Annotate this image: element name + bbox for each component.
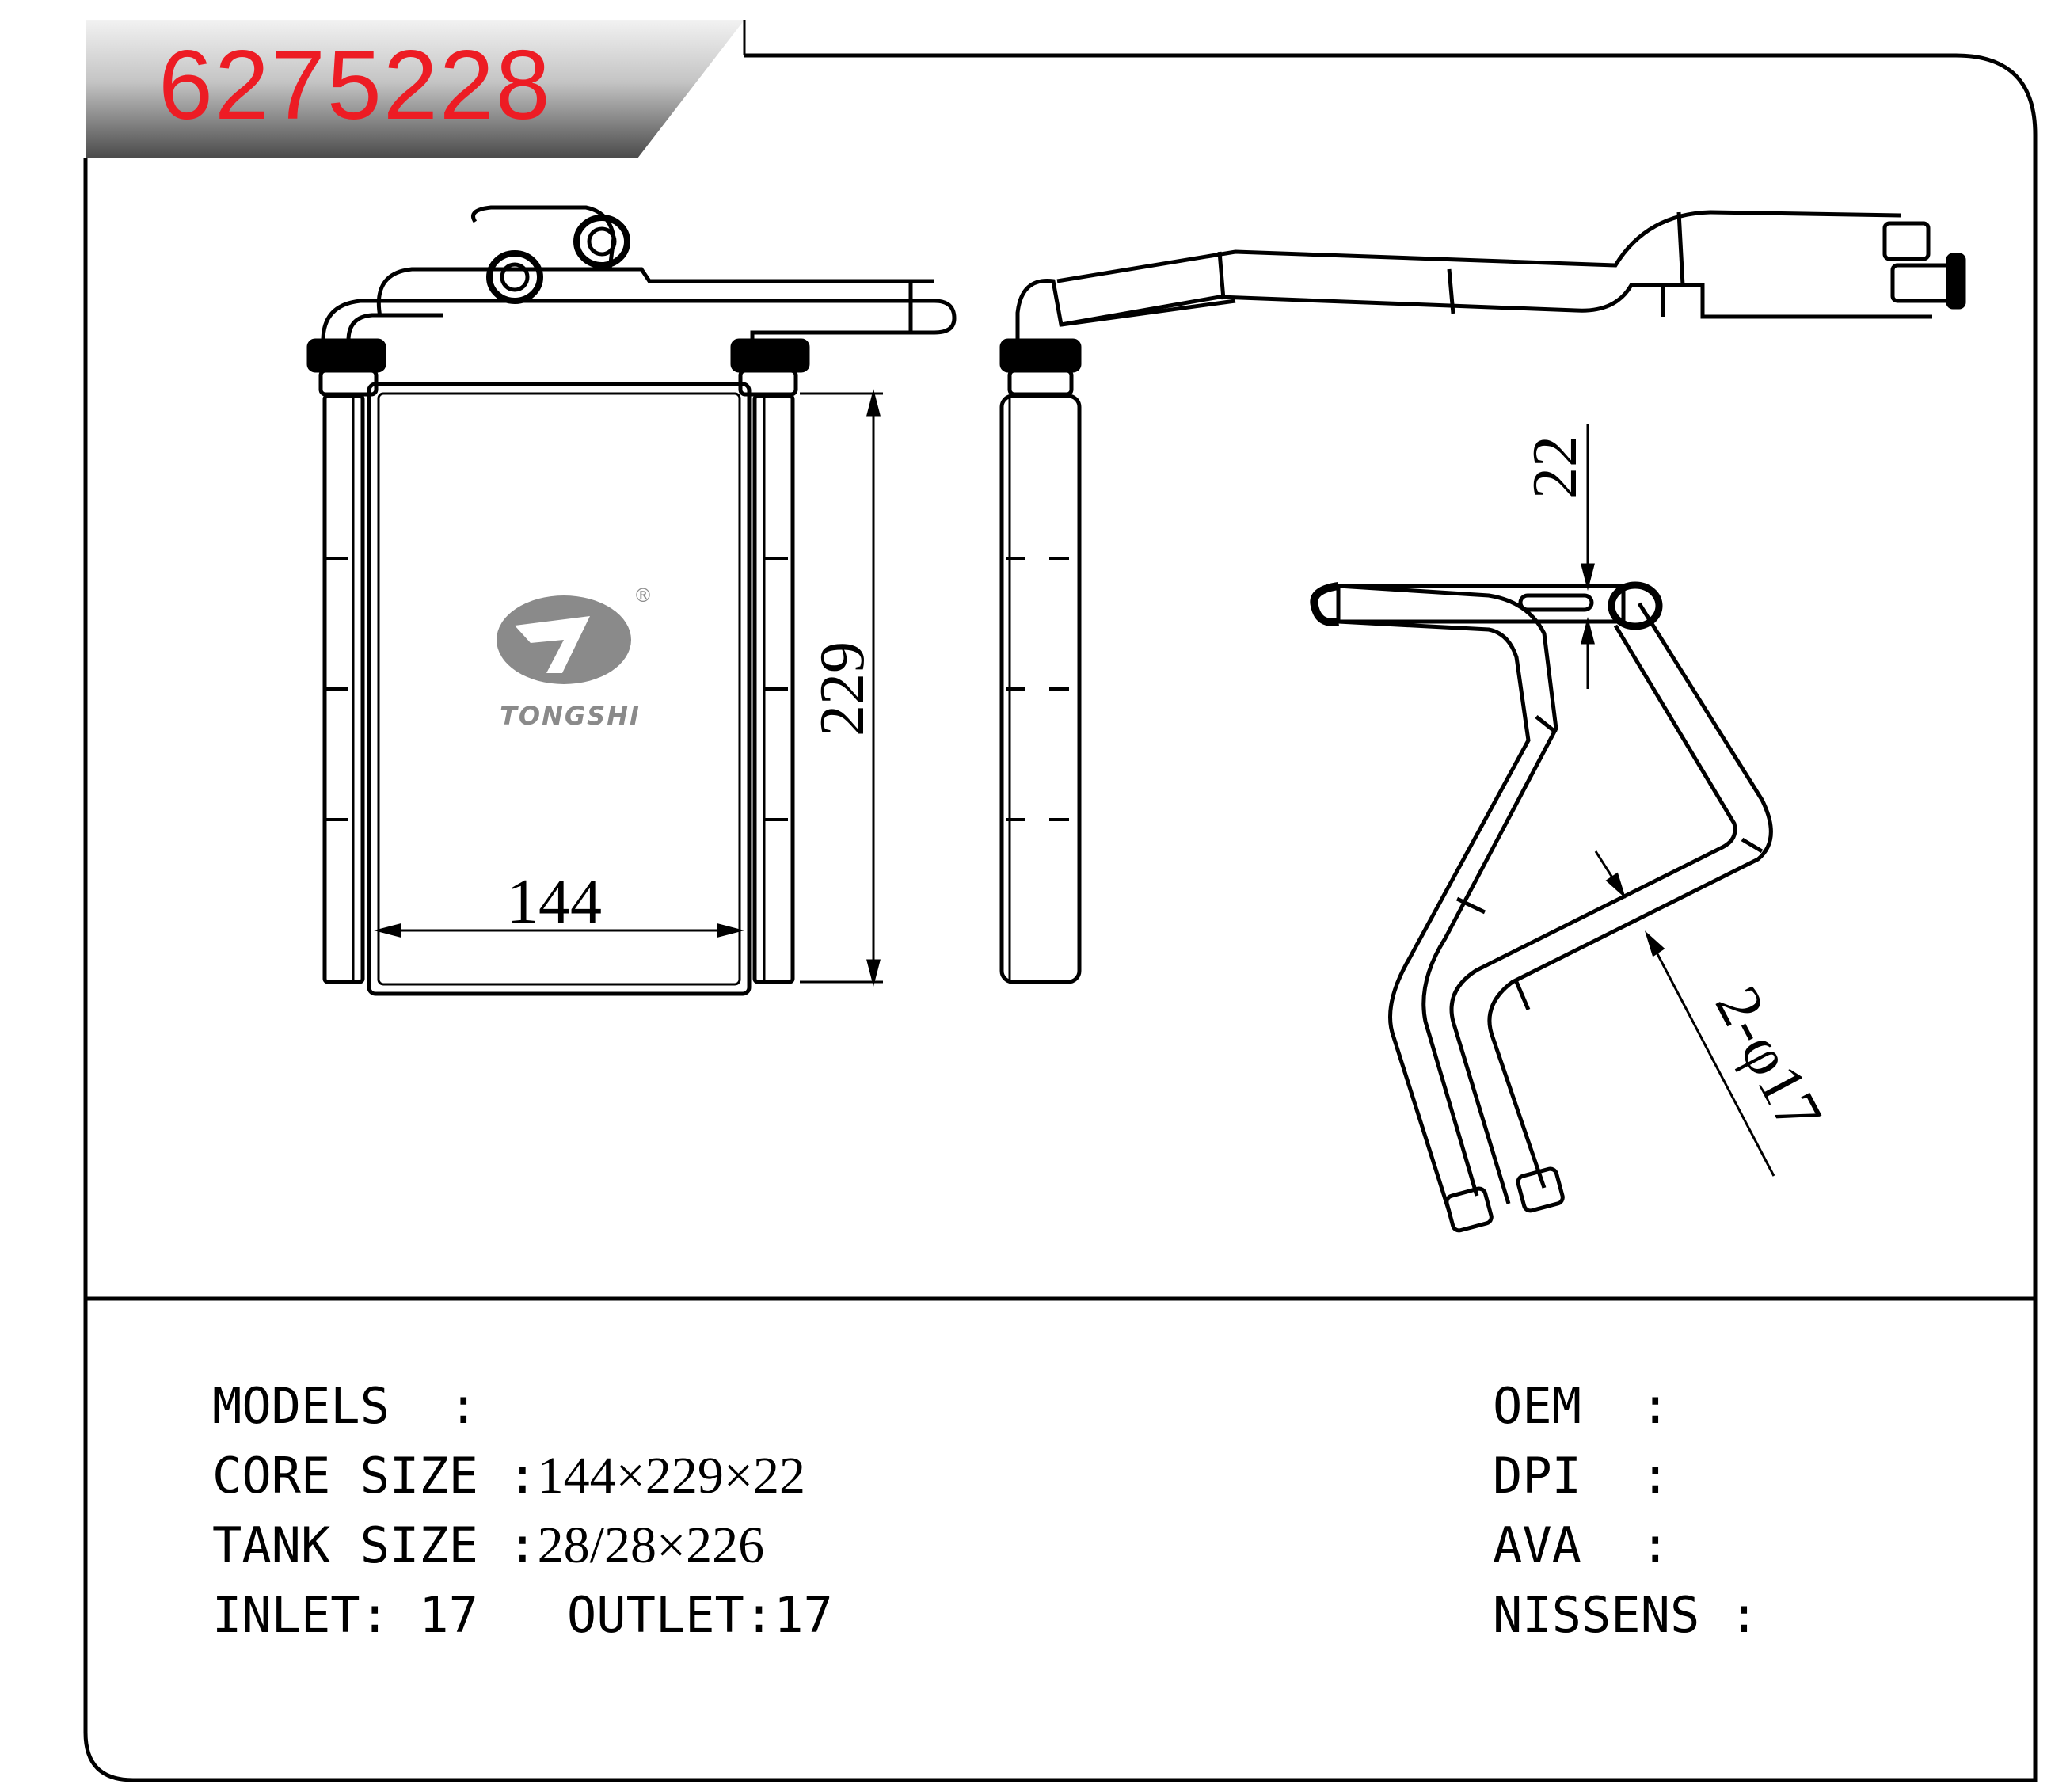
spec-dpi: DPI :	[1493, 1447, 1670, 1505]
spec-core-size: CORE SIZE :144×229×22	[212, 1441, 805, 1511]
spec-core-size-label: CORE SIZE :	[212, 1447, 538, 1505]
side-view	[999, 210, 1966, 984]
outer-frame	[83, 53, 2038, 1782]
height-dimension-label: 229	[808, 641, 877, 736]
top-pipe-outlet	[1487, 602, 1773, 1189]
brand-logo: ® TONGSHI	[497, 584, 653, 731]
spec-tank-size-value: 28/28×226	[537, 1516, 765, 1574]
front-view	[306, 205, 957, 996]
part-number: 6275228	[158, 31, 552, 140]
diameter-dimension	[1594, 850, 1775, 1177]
diameter-dimension-label: 2-φ17	[1702, 976, 1835, 1143]
width-dimension	[374, 923, 744, 938]
spec-tank-size: TANK SIZE :28/28×226	[212, 1511, 764, 1581]
front-pipe-end-2	[573, 215, 630, 268]
spec-ava: AVA :	[1493, 1516, 1670, 1574]
right-flange	[730, 338, 810, 373]
spec-tank-size-label: TANK SIZE :	[212, 1516, 538, 1574]
side-pipe-lower	[1015, 279, 1932, 341]
front-pipe-lower	[321, 299, 957, 341]
spec-inlet-outlet-label: INLET: 17 OUTLET:17	[212, 1586, 833, 1644]
brand-name: TONGSHI	[500, 701, 641, 731]
front-pipe-upper	[376, 267, 934, 318]
height-dimension	[800, 389, 883, 987]
registered-mark: ®	[634, 584, 653, 607]
part-number-banner	[86, 20, 744, 158]
top-bracket	[1336, 584, 1626, 624]
width-dimension-label: 144	[507, 867, 602, 937]
side-flange	[999, 338, 1082, 373]
front-pipe-end-1	[486, 250, 543, 304]
spacing-dimension-label: 22	[1520, 436, 1590, 499]
top-pipe-inlet	[1338, 584, 1558, 1197]
spec-models-label: MODELS :	[212, 1377, 478, 1435]
spacing-dimension	[1581, 424, 1595, 689]
spec-inlet-outlet: INLET: 17 OUTLET:17	[212, 1581, 833, 1650]
spec-models: MODELS :	[212, 1372, 478, 1441]
spec-nissens: NISSENS :	[1493, 1586, 1759, 1644]
side-pipe-upper	[1056, 210, 1901, 283]
spec-oem: OEM :	[1493, 1377, 1670, 1435]
left-flange	[306, 338, 386, 373]
top-pipe-end-right	[1608, 581, 1663, 630]
core	[367, 382, 752, 996]
top-view	[1310, 581, 1773, 1233]
spec-core-size-value: 144×229×22	[537, 1447, 806, 1505]
